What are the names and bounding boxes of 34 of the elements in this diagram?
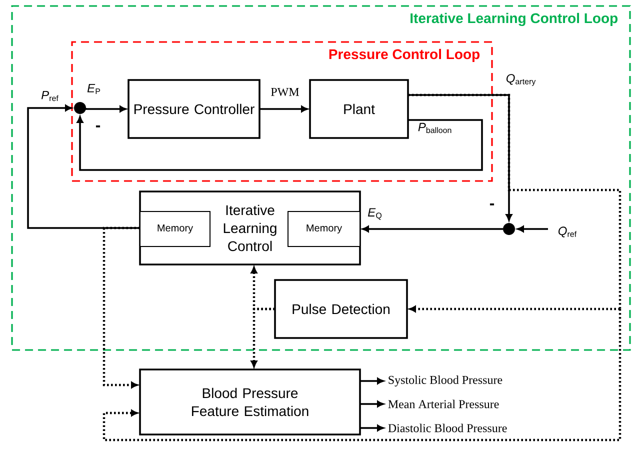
- process-box: Pressure Controller: [128, 79, 260, 139]
- output-label: Mean Arterial Pressure: [388, 400, 499, 408]
- arrow: [360, 378, 384, 384]
- arrow: [360, 400, 384, 408]
- edge-label: Q$_{ref}$: [556, 226, 578, 238]
- process-box: Pulse Detection: [274, 279, 408, 339]
- edge-label: P$_{ref}$: [40, 90, 60, 102]
- dotted-arrow: [102, 309, 622, 442]
- process-box: Plant: [309, 79, 409, 139]
- arrow: [85, 106, 126, 112]
- summing-junction: [74, 102, 86, 114]
- arrow: [408, 94, 512, 221]
- edge-label: P$_{balloon}$: [416, 122, 454, 134]
- edge-label: E$_{Q}$: [366, 207, 384, 221]
- dotted-arrow: [250, 308, 275, 368]
- arrow: [27, 104, 140, 229]
- edge-label: Q$_{artery}$: [504, 73, 538, 87]
- dotted-arrow: [102, 226, 140, 388]
- memory-box: Memory: [140, 211, 210, 247]
- summing-junction: [503, 223, 515, 235]
- minus-sign: -: [96, 125, 100, 128]
- arrow: [362, 226, 503, 232]
- arrow: [360, 424, 384, 432]
- minus-sign: -: [490, 203, 494, 206]
- arrow: [517, 226, 548, 232]
- edge-label: PWM: [270, 86, 300, 98]
- output-label: Systolic Blood Pressure: [388, 376, 502, 386]
- arrow: [76, 116, 483, 171]
- output-label: Diastolic Blood Pressure: [388, 424, 507, 432]
- arrow: [260, 106, 308, 112]
- dotted-arrow: [409, 306, 620, 312]
- memory-box: Memory: [288, 211, 360, 247]
- edge-label: E$_{P}$: [86, 82, 102, 96]
- process-box: Blood Pressure Feature Estimation: [139, 368, 361, 436]
